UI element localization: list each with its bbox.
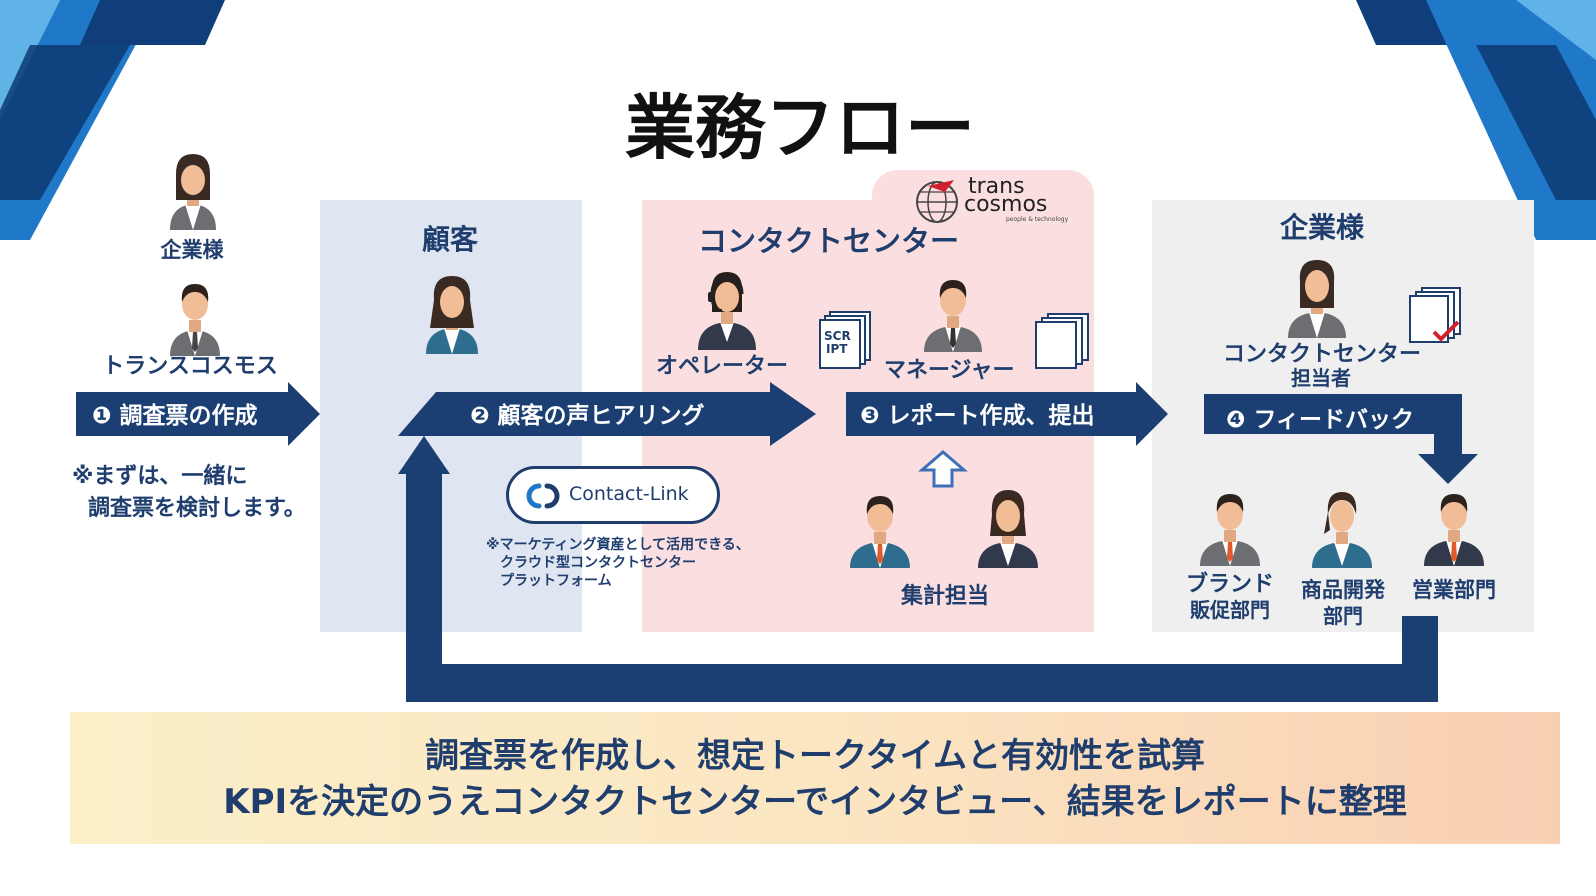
feedback-loop-arrow [398, 436, 1438, 702]
step2-arrow [398, 382, 816, 446]
product-dept-woman-icon [1312, 492, 1372, 568]
step1-number: ❶ [92, 403, 112, 429]
contact-link-logo-icon [526, 483, 560, 509]
step4-number: ❹ [1226, 407, 1246, 433]
step4-text: フィードバック [1253, 407, 1415, 433]
company-woman-icon [170, 154, 216, 230]
step1-arrow [76, 382, 320, 446]
product-dept-label-line2: 部門 [1323, 604, 1363, 628]
cc-manager-woman-icon [1288, 260, 1346, 338]
sales-dept-man-icon [1424, 494, 1484, 566]
contact-link-note-line1: ※マーケティング資産として活用できる、 [486, 537, 750, 553]
checked-documents-icon [1409, 287, 1461, 343]
logo-tagline: people & technology [1006, 216, 1069, 223]
summary-banner: 調査票を作成し、想定トークタイムと有効性を試算 KPIを決定のうえコンタクトセン… [70, 712, 1560, 844]
step4-arrow [1204, 394, 1478, 484]
script-icon-text2: IPT [826, 342, 848, 356]
left-company-label: 企業様 [160, 238, 224, 262]
aggregator-woman-icon [978, 490, 1038, 568]
transcosmos-man-icon [170, 284, 220, 356]
step1-text: 調査票の作成 [119, 403, 258, 429]
company-panel-heading: 企業様 [1279, 211, 1364, 244]
logo-line2: cosmos [964, 192, 1048, 217]
step4-label: ❹ フィードバック [1226, 400, 1414, 434]
transcosmos-logo: trans cosmos people & technology [910, 174, 1068, 226]
summary-line1: 調査票を作成し、想定トークタイムと有効性を試算 [425, 736, 1205, 776]
aggregator-label: 集計担当 [900, 584, 989, 609]
customer-panel-heading: 顧客 [421, 223, 478, 256]
sales-dept-label: 営業部門 [1412, 578, 1496, 602]
cc-manager-label-line2: 担当者 [1291, 366, 1351, 390]
contact-link-note-line3: プラットフォーム [500, 573, 612, 589]
customer-woman-icon [426, 276, 478, 354]
brand-dept-label-line1: ブランド [1185, 572, 1274, 597]
contact-center-panel-heading: コンタクトセンター [698, 224, 960, 258]
logo-line1: trans [968, 174, 1025, 199]
product-dept-label-line1: 商品開発 [1301, 578, 1385, 602]
script-icon-text1: SCR [824, 329, 851, 343]
operator-label: オペレーター [656, 354, 789, 379]
step3-number: ❸ [860, 403, 880, 429]
top-right-decoration [1356, 0, 1596, 240]
script-document-icon [819, 311, 871, 369]
manager-label: マネージャー [884, 358, 1015, 383]
step3-arrow [846, 382, 1168, 446]
step2-text: 顧客の声ヒアリング [497, 403, 705, 429]
contact-link-badge: Contact-Link [506, 466, 720, 524]
page-title: 業務フロー [625, 87, 975, 169]
cc-manager-label-line1: コンタクトセンター [1222, 342, 1421, 367]
step3-text: レポート作成、提出 [887, 403, 1095, 429]
summary-line2: KPIを決定のうえコンタクトセンターでインタビュー、結果をレポートに整理 [223, 782, 1407, 822]
globe-icon [916, 180, 958, 223]
step2-number: ❷ [470, 403, 490, 429]
step1-note-line2: 調査票を検討します。 [88, 496, 306, 521]
report-stack-icon [1035, 313, 1089, 369]
contact-link-note-line2: クラウド型コンタクトセンター [500, 555, 696, 571]
step2-label: ❷ 顧客の声ヒアリング [470, 396, 705, 430]
step3-label: ❸ レポート作成、提出 [860, 396, 1095, 430]
aggregator-man-icon [850, 496, 910, 568]
step1-label: ❶ 調査票の作成 [92, 396, 258, 430]
step1-note-line1: ※まずは、一緒に [72, 464, 248, 489]
manager-icon [924, 280, 982, 352]
left-transcosmos-label: トランスコスモス [102, 354, 278, 379]
top-left-decoration [0, 0, 225, 240]
contact-link-label: Contact-Link [569, 483, 689, 505]
up-arrow-icon [918, 450, 968, 488]
brand-dept-man-icon [1200, 494, 1260, 566]
operator-icon [698, 272, 756, 350]
contact-center-panel-tab [872, 170, 1094, 230]
brand-dept-label-line2: 販促部門 [1190, 598, 1270, 622]
